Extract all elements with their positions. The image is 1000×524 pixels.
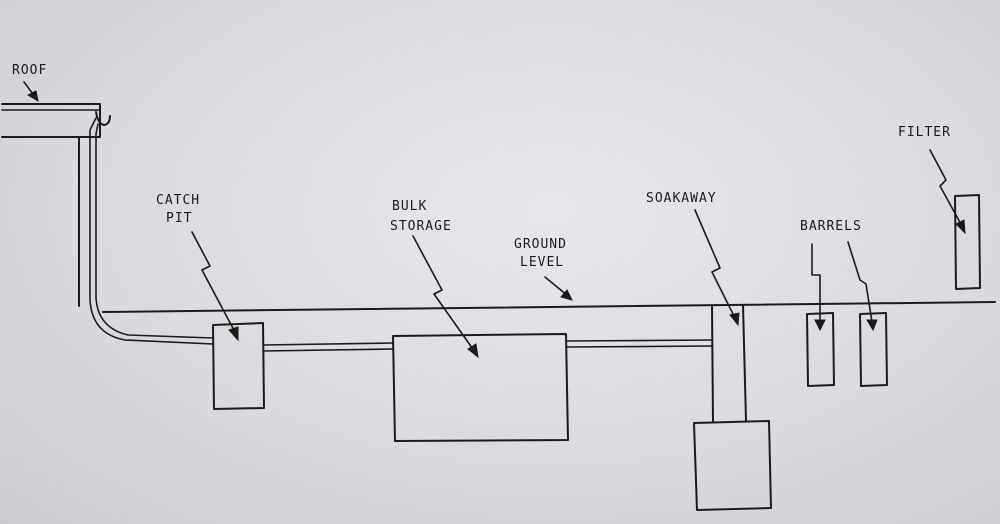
pipe-catchpit-to-storage — [262, 342, 394, 352]
bulk-storage-label-line1: BULK — [392, 199, 427, 214]
barrel-right — [859, 312, 888, 387]
roof — [1, 103, 101, 138]
catch-pit-label-line2: PIT — [166, 211, 192, 226]
barrels-arrow-left — [811, 243, 826, 332]
downpipe — [78, 117, 214, 345]
filter-box — [954, 194, 981, 290]
ground-level-label-line2: LEVEL — [520, 255, 564, 270]
ground-level-line — [102, 301, 996, 313]
bulk-storage-arrow — [412, 235, 479, 359]
bulk-storage-label-line2: STORAGE — [390, 219, 452, 234]
soakaway — [693, 304, 772, 511]
barrels-label: BARRELS — [800, 219, 862, 234]
catch-pit-label-line1: CATCH — [156, 193, 200, 208]
roof-label: ROOF — [12, 63, 47, 78]
soakaway-label: SOAKAWAY — [646, 191, 717, 206]
filter-arrow — [929, 149, 966, 235]
roof-arrow — [23, 81, 39, 103]
catch-pit-arrow — [191, 231, 239, 342]
catch-pit-box — [212, 322, 265, 410]
ground-level-arrow — [544, 276, 573, 301]
pipe-storage-to-soakaway — [565, 339, 713, 348]
soakaway-arrow — [694, 209, 740, 327]
barrels-arrow-right — [847, 241, 878, 332]
gutter — [95, 111, 111, 126]
barrel-left — [806, 312, 835, 387]
bulk-storage-box — [392, 333, 569, 442]
ground-level-label-line1: GROUND — [514, 237, 567, 252]
filter-label: FILTER — [898, 125, 951, 140]
